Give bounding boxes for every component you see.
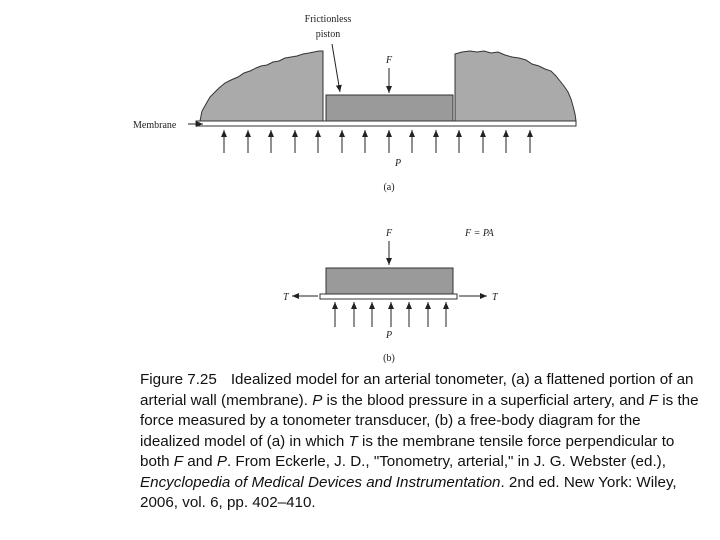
panel-b-tag: (b)	[383, 353, 395, 364]
caption-text-7: . 2nd ed. New York: Wiley, 2006, vol. 6,…	[140, 473, 677, 512]
frictionless-piston	[325, 94, 454, 122]
membrane	[195, 120, 577, 127]
equation-label: F = PA	[464, 228, 495, 239]
pressure-arrows-b	[332, 302, 449, 327]
caption-var-p2: P	[216, 453, 227, 470]
tonometer-diagram: Frictionless piston F Membrane P (a) F F…	[133, 14, 577, 364]
caption-text-4: is the membrane tensile force perpendicu…	[140, 432, 675, 471]
pressure-label-b: P	[385, 330, 392, 341]
caption-text-2: is the blood pressure in a superficial a…	[322, 391, 649, 409]
caption-var-t: T	[348, 432, 358, 450]
panel-a-tag: (a)	[383, 182, 394, 193]
tension-right-label: T	[492, 292, 499, 303]
caption-var-f: F	[648, 391, 659, 409]
tissue-left	[199, 50, 324, 122]
tension-left-label: T	[283, 292, 290, 303]
caption-text-5: and	[183, 453, 217, 470]
membrane-label: Membrane	[133, 120, 177, 131]
caption-figure-number: Figure 7.25	[140, 371, 217, 388]
piston-label-line1: Frictionless	[305, 14, 352, 25]
pressure-label-a: P	[394, 158, 401, 169]
panel-b: F F = PA T T P (b)	[283, 228, 499, 364]
caption-text-1: Idealized model for an arterial tonomete…	[140, 371, 694, 409]
piston-b	[325, 267, 454, 295]
piston-label-pointer	[331, 43, 342, 93]
pressure-arrows-a	[221, 130, 533, 153]
force-label-a: F	[385, 55, 393, 66]
caption-var-p: P	[312, 391, 323, 409]
piston-label-line2: piston	[316, 29, 340, 40]
force-label-b: F	[385, 228, 393, 239]
caption-book-title: Encyclopedia of Medical Devices and Inst…	[140, 473, 501, 491]
tissue-right	[454, 50, 577, 122]
panel-a: Frictionless piston F Membrane P (a)	[133, 14, 577, 193]
caption-text-3: is the force measured by a tonometer tra…	[140, 391, 699, 450]
caption-text-6: . From Eckerle, J. D., "Tonometry, arter…	[226, 453, 666, 470]
caption-var-f2: F	[173, 453, 184, 470]
membrane-b	[319, 293, 458, 300]
